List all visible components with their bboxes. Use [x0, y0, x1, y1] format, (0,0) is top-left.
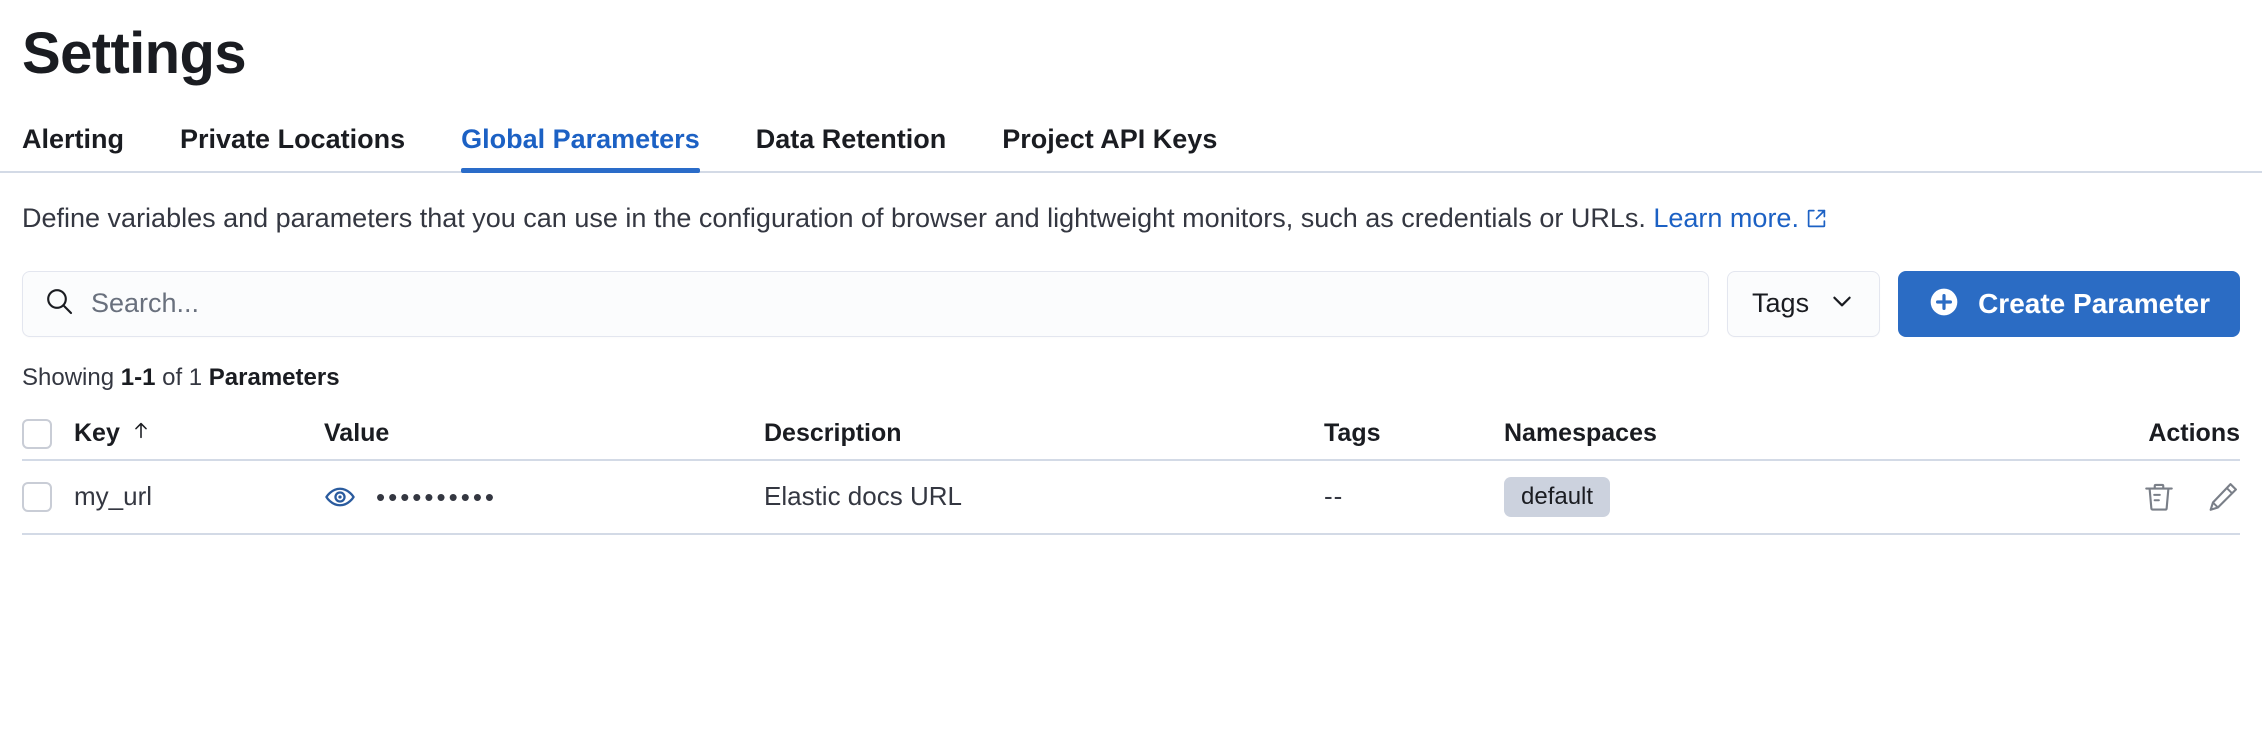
tab-data-retention[interactable]: Data Retention	[756, 123, 947, 171]
eye-icon[interactable]	[324, 481, 356, 513]
tags-filter-button[interactable]: Tags	[1727, 270, 1881, 337]
column-header-value: Value	[324, 419, 764, 448]
settings-tabs: Alerting Private Locations Global Parame…	[0, 123, 2262, 174]
tab-label: Private Locations	[180, 124, 406, 154]
description-text: Define variables and parameters that you…	[0, 201, 2230, 237]
cell-key: my_url	[74, 481, 153, 512]
tab-label: Data Retention	[755, 124, 947, 154]
select-all-checkbox-cell	[22, 418, 74, 449]
column-header-namespaces: Namespaces	[1504, 419, 2040, 448]
cell-tags: --	[1324, 481, 1344, 512]
column-header-label: Description	[764, 419, 902, 448]
results-prefix: Showing	[22, 363, 121, 391]
masked-value: ••••••••••	[376, 481, 498, 512]
column-header-label: Value	[324, 419, 390, 448]
filter-toolbar: Search... Tags Create Parameter	[0, 270, 2262, 337]
search-icon	[43, 285, 75, 322]
external-link-icon	[1806, 203, 1827, 237]
tab-private-locations[interactable]: Private Locations	[180, 123, 405, 171]
create-parameter-button[interactable]: Create Parameter	[1898, 270, 2240, 337]
tab-label: Project API Keys	[1002, 124, 1218, 154]
tab-label: Alerting	[22, 124, 125, 154]
row-select-checkbox[interactable]	[22, 481, 52, 512]
trash-icon[interactable]	[2142, 480, 2176, 514]
results-range: 1-1	[120, 363, 156, 391]
cell-namespaces: default	[1504, 476, 2040, 517]
column-header-tags: Tags	[1324, 419, 1504, 448]
tab-alerting[interactable]: Alerting	[22, 123, 124, 171]
sort-ascending-arrow-icon	[130, 419, 152, 448]
search-placeholder: Search...	[91, 288, 200, 319]
parameters-table: Key Value Description Tags Namespaces	[0, 409, 2262, 535]
column-header-key[interactable]: Key	[74, 419, 324, 448]
select-all-checkbox[interactable]	[22, 418, 52, 449]
results-middle: of 1	[155, 363, 209, 391]
column-header-description: Description	[764, 419, 1324, 448]
row-checkbox-cell	[22, 481, 74, 512]
cell-description: Elastic docs URL	[764, 481, 962, 512]
results-count: Showing 1-1 of 1 Parameters	[0, 364, 2262, 392]
column-header-actions: Actions	[2040, 419, 2240, 448]
pencil-icon[interactable]	[2206, 480, 2240, 514]
tab-global-parameters[interactable]: Global Parameters	[461, 123, 700, 174]
tags-filter-label: Tags	[1752, 288, 1810, 319]
description-body: Define variables and parameters that you…	[22, 203, 1654, 234]
search-input[interactable]: Search...	[22, 270, 1710, 337]
learn-more-label: Learn more.	[1653, 203, 1799, 234]
results-noun: Parameters	[208, 363, 340, 391]
plus-circle-icon	[1928, 286, 1960, 321]
chevron-down-icon	[1829, 288, 1855, 319]
column-header-label: Actions	[2148, 419, 2240, 448]
tab-label: Global Parameters	[461, 124, 700, 154]
cell-actions	[2040, 480, 2240, 514]
cell-value: ••••••••••	[324, 481, 764, 513]
learn-more-link[interactable]: Learn more.	[1653, 203, 1799, 233]
namespace-badge: default	[1504, 476, 1611, 517]
table-header-row: Key Value Description Tags Namespaces	[22, 409, 2240, 461]
page-title: Settings	[22, 21, 247, 86]
column-header-label: Namespaces	[1504, 419, 1657, 448]
column-header-label: Tags	[1324, 419, 1381, 448]
create-parameter-label: Create Parameter	[1978, 287, 2210, 319]
column-header-label: Key	[74, 419, 120, 448]
tab-project-api-keys[interactable]: Project API Keys	[1002, 123, 1217, 171]
table-row: my_url •••••••••• Elastic docs URL -- de…	[22, 461, 2240, 535]
